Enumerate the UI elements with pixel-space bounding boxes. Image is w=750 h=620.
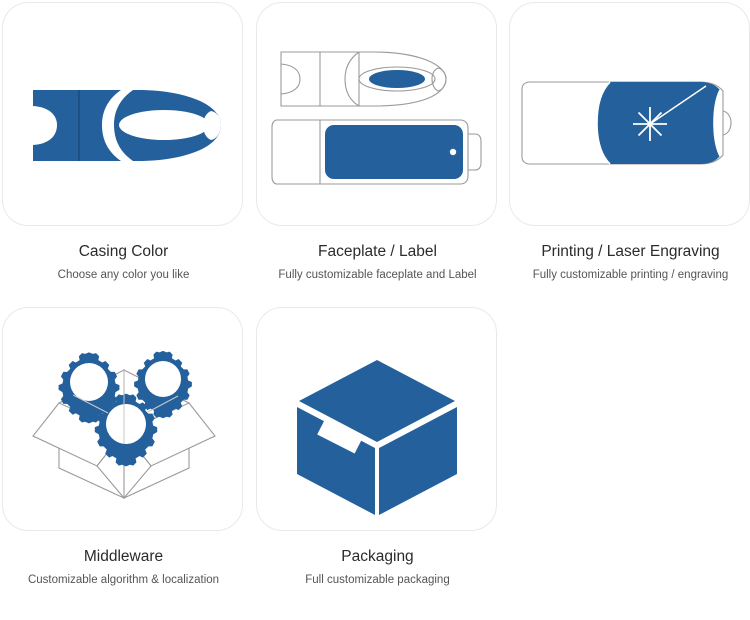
isometric-box-icon [297,360,457,515]
feature-card-faceplate-label[interactable]: Faceplate / Label Fully customizable fac… [256,2,499,283]
card-surface [256,307,497,531]
box-label-slot [317,419,363,454]
box-top-face [299,360,455,442]
card-title: Faceplate / Label [318,243,437,260]
card-title: Casing Color [78,243,169,260]
card-surface [2,307,243,531]
card-caption: Faceplate / Label Fully customizable fac… [256,226,499,283]
laser-beam [649,85,707,125]
usb-faceplate-and-label-icon [271,51,482,185]
card-surface [256,2,497,226]
card-caption: Casing Color Choose any color you like [2,226,245,283]
feature-card-casing-color[interactable]: Casing Color Choose any color you like [2,2,245,283]
card-subtitle: Full customizable packaging [305,574,450,586]
card-surface [509,2,750,226]
card-title: Printing / Laser Engraving [541,243,720,260]
open-box-with-gears-icon [32,350,216,499]
laser-sparkle-icon [633,107,667,141]
label-plate [325,125,463,179]
feature-card-printing-laser-engraving[interactable]: Printing / Laser Engraving Fully customi… [509,2,750,283]
card-subtitle: Fully customizable faceplate and Label [278,269,477,281]
box-right-face [379,407,457,515]
engraving-area [597,82,720,164]
card-title: Middleware [83,548,164,565]
card-caption: Middleware Customizable algorithm & loca… [2,531,245,588]
box-left-face [297,407,375,515]
usb-laser-engraving-icon [521,81,732,165]
card-subtitle: Customizable algorithm & localization [27,574,220,586]
feature-card-middleware[interactable]: Middleware Customizable algorithm & loca… [2,307,245,588]
card-surface [2,2,243,226]
usb-bullet-drive-filled-icon [33,90,221,161]
faceplate-oval [369,70,425,88]
card-subtitle: Choose any color you like [57,269,190,281]
card-caption: Printing / Laser Engraving Fully customi… [509,226,750,283]
card-title: Packaging [341,548,414,565]
gear-group [58,350,192,467]
card-caption: Packaging Full customizable packaging [256,531,499,588]
feature-card-packaging[interactable]: Packaging Full customizable packaging [256,307,499,588]
label-dot [449,148,457,156]
box-seethrough-lines [72,370,179,444]
card-subtitle: Fully customizable printing / engraving [532,269,729,281]
